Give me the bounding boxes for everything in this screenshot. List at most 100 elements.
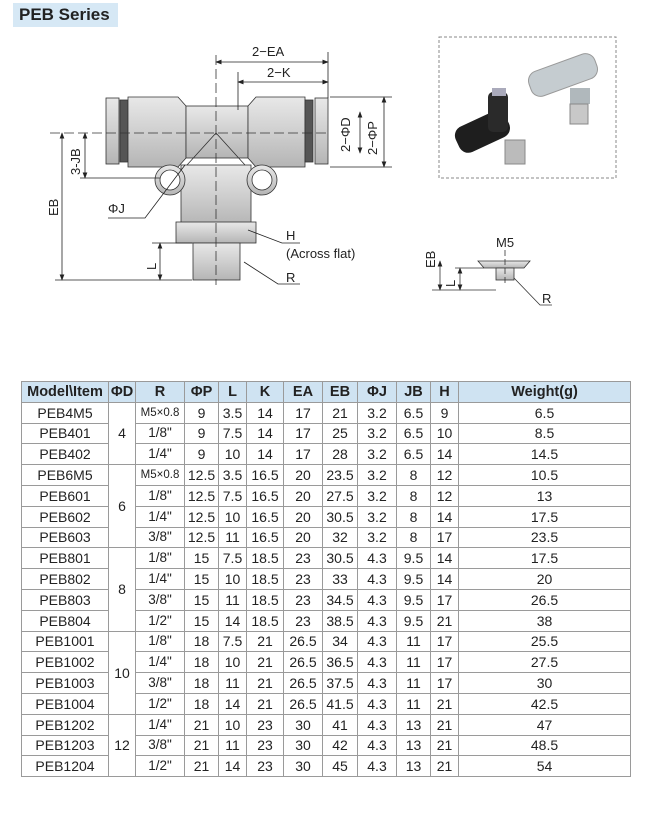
table-cell: 4.3 (357, 713, 397, 736)
table-cell: 3.5 (218, 401, 247, 424)
table-cell: 13 (396, 713, 431, 736)
tee-fitting-drawing (50, 55, 330, 285)
table-cell: 17 (283, 401, 323, 424)
table-cell: 27.5 (458, 651, 631, 674)
table-cell: 9.5 (396, 547, 431, 570)
table-cell: 1/2" (135, 755, 185, 778)
table-cell: 21 (184, 755, 219, 778)
table-cell: 9 (184, 443, 219, 466)
product-photo (438, 36, 617, 179)
table-cell: 4.3 (357, 568, 397, 590)
dim-k: 2−K (267, 65, 291, 80)
table-cell: 13 (458, 484, 631, 507)
table-cell: 21 (430, 734, 459, 757)
table-cell: M5×0.8 (135, 401, 185, 424)
m5-dim-r: R (542, 291, 551, 306)
table-cell: 3.2 (357, 443, 397, 466)
table-cell: 1/4" (135, 713, 185, 736)
table-cell: 6.5 (396, 443, 431, 466)
table-cell: 9 (184, 422, 219, 445)
table-cell: 45 (322, 755, 358, 778)
table-cell: PEB4M5 (21, 401, 109, 424)
table-cell: 11 (396, 651, 431, 674)
table-cell: 18 (184, 630, 219, 653)
table-cell: 7.5 (218, 630, 247, 653)
table-cell: 6.5 (458, 401, 631, 424)
table-cell: 1/2" (135, 692, 185, 715)
table-cell: 4.3 (357, 588, 397, 611)
table-cell: 21 (246, 672, 284, 694)
diameter-cell: 10 (108, 630, 136, 715)
table-cell: 23 (283, 547, 323, 570)
table-cell: 42.5 (458, 692, 631, 715)
table-cell: 18.5 (246, 609, 284, 632)
table-cell: 21 (184, 734, 219, 757)
table-cell: 21 (322, 401, 358, 424)
table-cell: 1/2" (135, 609, 185, 632)
table-cell: PEB602 (21, 505, 109, 528)
series-title: PEB Series (13, 3, 118, 27)
table-cell: 3.5 (218, 464, 247, 486)
m5-dim-l: L (443, 280, 458, 287)
table-cell: 27.5 (322, 484, 358, 507)
table-cell: 11 (218, 588, 247, 611)
table-cell: 17 (430, 526, 459, 549)
table-cell: 17 (430, 588, 459, 611)
table-cell: 30 (283, 713, 323, 736)
dim-l: L (144, 263, 159, 270)
table-cell: 36.5 (322, 651, 358, 674)
table-cell: 12.5 (184, 464, 219, 486)
table-cell: 4.3 (357, 734, 397, 757)
table-cell: PEB802 (21, 568, 109, 590)
table-cell: 16.5 (246, 484, 284, 507)
table-cell: 14 (218, 692, 247, 715)
table-cell: 7.5 (218, 422, 247, 445)
table-cell: 30.5 (322, 547, 358, 570)
table-cell: 3/8" (135, 588, 185, 611)
diameter-cell: 4 (108, 401, 136, 466)
table-cell: 18 (184, 672, 219, 694)
table-cell: 18.5 (246, 588, 284, 611)
table-cell: PEB803 (21, 588, 109, 611)
table-cell: 28 (322, 443, 358, 466)
table-cell: 8 (396, 484, 431, 507)
table-cell: 42 (322, 734, 358, 757)
table-cell: 10 (218, 651, 247, 674)
table-cell: 38.5 (322, 609, 358, 632)
dim-j: ΦJ (108, 201, 125, 216)
table-cell: 4.3 (357, 547, 397, 570)
table-cell: 3.2 (357, 401, 397, 424)
table-cell: 34.5 (322, 588, 358, 611)
table-cell: 6.5 (396, 401, 431, 424)
column-header: R (135, 381, 185, 403)
diameter-cell: 6 (108, 464, 136, 549)
table-cell: 12 (430, 464, 459, 486)
table-cell: 4.3 (357, 672, 397, 694)
table-cell: PEB401 (21, 422, 109, 445)
table-cell: 25.5 (458, 630, 631, 653)
table-cell: 23 (246, 734, 284, 757)
table-cell: 10 (430, 422, 459, 445)
table-cell: 4.3 (357, 651, 397, 674)
table-cell: PEB402 (21, 443, 109, 466)
table-cell: 9 (184, 401, 219, 424)
table-cell: 13 (396, 734, 431, 757)
table-cell: 21 (430, 713, 459, 736)
table-cell: 17 (283, 422, 323, 445)
table-cell: PEB1203 (21, 734, 109, 757)
table-cell: 16.5 (246, 464, 284, 486)
table-cell: PEB603 (21, 526, 109, 549)
table-cell: 14 (246, 422, 284, 445)
dim-jb: 3-JB (68, 148, 83, 175)
table-cell: 1/8" (135, 484, 185, 507)
table-cell: 1/8" (135, 422, 185, 445)
table-cell: 7.5 (218, 547, 247, 570)
table-cell: 15 (184, 547, 219, 570)
